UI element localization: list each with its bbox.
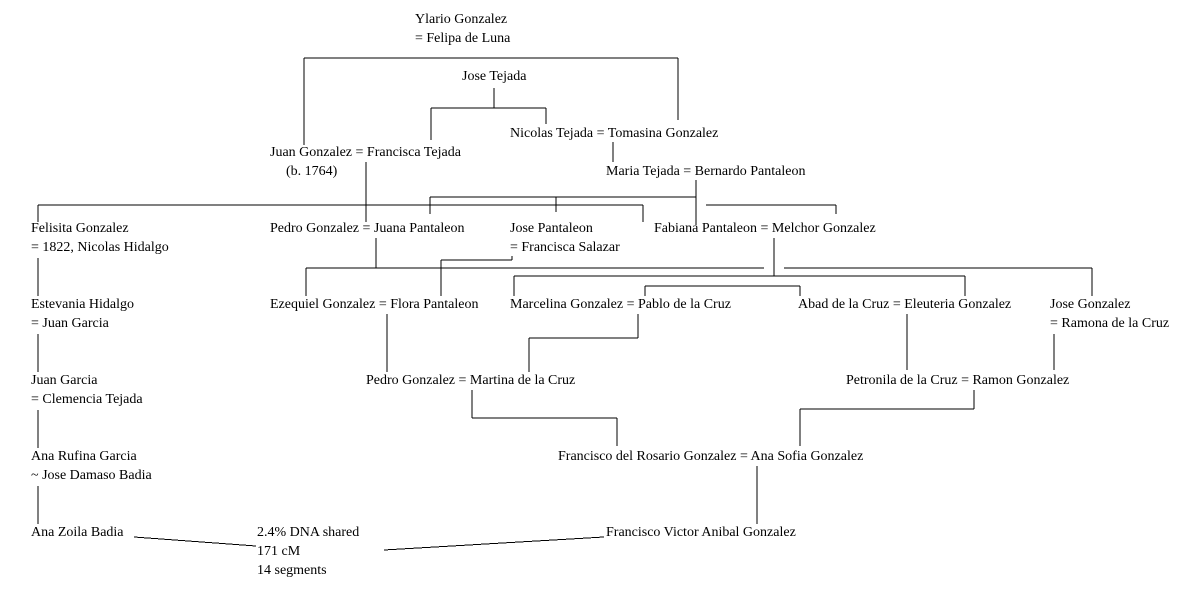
spouse-line: = Felipa de Luna [415, 31, 511, 46]
person-felisita-gonzalez: Felisita Gonzalez = 1822, Nicolas Hidalg… [31, 219, 169, 257]
person-pedro-gonzalez-martina: Pedro Gonzalez = Martina de la Cruz [366, 371, 575, 390]
dna-shared-label: 2.4% DNA shared 171 cM 14 segments [257, 523, 359, 580]
name-line: Jose Tejada [462, 69, 527, 84]
person-maria-tejada: Maria Tejada = Bernardo Pantaleon [606, 162, 805, 181]
dna-link [383, 536, 605, 551]
name-line: Ylario Gonzalez [415, 12, 508, 27]
name-line: Estevania Hidalgo [31, 297, 135, 312]
dna-link [133, 536, 257, 547]
person-nicolas-tejada: Nicolas Tejada = Tomasina Gonzalez [510, 124, 718, 143]
person-juan-gonzalez: Juan Gonzalez = Francisca Tejada (b. 176… [270, 143, 461, 181]
name-line: Maria Tejada = Bernardo Pantaleon [606, 164, 806, 179]
spouse-line: ~ Jose Damaso Badia [31, 468, 152, 483]
name-line: Marcelina Gonzalez = Pablo de la Cruz [510, 297, 731, 312]
name-line: Juan Gonzalez = Francisca Tejada [270, 145, 461, 160]
spouse-line: = Ramona de la Cruz [1050, 316, 1170, 331]
person-petronila-de-la-cruz: Petronila de la Cruz = Ramon Gonzalez [846, 371, 1069, 390]
name-line: Jose Gonzalez [1050, 297, 1131, 312]
spouse-line: = Francisca Salazar [510, 240, 620, 255]
name-line: Pedro Gonzalez = Martina de la Cruz [366, 373, 576, 388]
name-line: Ana Rufina Garcia [31, 449, 137, 464]
dna-segments: 14 segments [257, 563, 327, 578]
person-ezequiel-gonzalez: Ezequiel Gonzalez = Flora Pantaleon [270, 295, 478, 314]
person-juan-garcia: Juan Garcia = Clemencia Tejada [31, 371, 143, 409]
name-line: Abad de la Cruz = Eleuteria Gonzalez [798, 297, 1012, 312]
name-line: Fabiana Pantaleon = Melchor Gonzalez [654, 221, 876, 236]
birth-line: (b. 1764) [286, 164, 338, 179]
name-line: Francisco del Rosario Gonzalez = Ana Sof… [558, 449, 864, 464]
spouse-line: = Juan Garcia [31, 316, 109, 331]
person-jose-tejada: Jose Tejada [462, 67, 526, 86]
person-ana-zoila-badia: Ana Zoila Badia [31, 523, 124, 542]
person-marcelina-gonzalez: Marcelina Gonzalez = Pablo de la Cruz [510, 295, 731, 314]
person-jose-gonzalez: Jose Gonzalez = Ramona de la Cruz [1050, 295, 1169, 333]
dna-cm: 171 cM [257, 544, 301, 559]
name-line: Petronila de la Cruz = Ramon Gonzalez [846, 373, 1070, 388]
person-estevania-hidalgo: Estevania Hidalgo = Juan Garcia [31, 295, 134, 333]
name-line: Francisco Victor Anibal Gonzalez [606, 525, 796, 540]
spouse-line: = 1822, Nicolas Hidalgo [31, 240, 169, 255]
name-line: Juan Garcia [31, 373, 98, 388]
person-jose-pantaleon: Jose Pantaleon = Francisca Salazar [510, 219, 620, 257]
name-line: Felisita Gonzalez [31, 221, 129, 236]
person-ylario-gonzalez: Ylario Gonzalez = Felipa de Luna [415, 10, 510, 48]
name-line: Pedro Gonzalez = Juana Pantaleon [270, 221, 465, 236]
name-line: Jose Pantaleon [510, 221, 593, 236]
name-line: Nicolas Tejada = Tomasina Gonzalez [510, 126, 719, 141]
name-line: Ana Zoila Badia [31, 525, 124, 540]
name-line: Ezequiel Gonzalez = Flora Pantaleon [270, 297, 479, 312]
person-francisco-del-rosario: Francisco del Rosario Gonzalez = Ana Sof… [558, 447, 863, 466]
person-francisco-victor: Francisco Victor Anibal Gonzalez [606, 523, 796, 542]
spouse-line: = Clemencia Tejada [31, 392, 143, 407]
person-pedro-gonzalez-juana: Pedro Gonzalez = Juana Pantaleon [270, 219, 465, 238]
person-abad-de-la-cruz: Abad de la Cruz = Eleuteria Gonzalez [798, 295, 1011, 314]
dna-percent: 2.4% DNA shared [257, 525, 360, 540]
person-fabiana-pantaleon: Fabiana Pantaleon = Melchor Gonzalez [654, 219, 876, 238]
person-ana-rufina-garcia: Ana Rufina Garcia ~ Jose Damaso Badia [31, 447, 152, 485]
